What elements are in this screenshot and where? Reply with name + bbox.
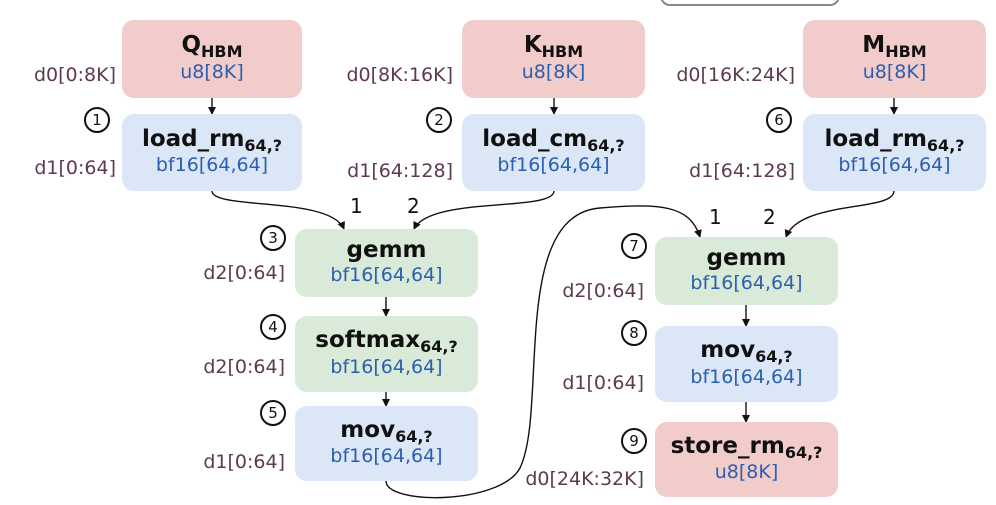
store-rm-type: u8[8K] <box>714 461 779 484</box>
softmax-dim: d2[0:64] <box>203 356 285 378</box>
mov-5-title: mov64,? <box>340 416 433 446</box>
step-9-badge: 9 <box>621 428 647 454</box>
k-hbm-type: u8[8K] <box>521 60 586 83</box>
load-cm-type: bf16[64,64] <box>497 154 610 177</box>
gemm-3-input-1: 1 <box>350 194 363 218</box>
load-cm-node: load_cm64,? bf16[64,64] <box>462 114 645 191</box>
load-rm-1-dim: d1[0:64] <box>34 157 116 179</box>
m-hbm-dim: d0[16K:24K] <box>676 64 795 86</box>
gemm-7-type: bf16[64,64] <box>690 271 803 294</box>
gemm-7-title: gemm <box>706 245 787 272</box>
q-hbm-node: QHBM u8[8K] <box>122 20 302 98</box>
mov-node-5: mov64,? bf16[64,64] <box>295 406 478 481</box>
softmax-node: softmax64,? bf16[64,64] <box>295 316 478 392</box>
q-hbm-type: u8[8K] <box>180 60 244 83</box>
step-3-badge: 3 <box>260 225 286 251</box>
k-hbm-dim: d0[8K:16K] <box>346 64 453 86</box>
k-hbm-title: KHBM <box>523 32 584 62</box>
edge-n1-n3 <box>211 190 345 230</box>
load-rm-1-title: load_rm64,? <box>141 125 283 155</box>
edge-n5-n7 <box>385 205 702 499</box>
step-5-badge: 5 <box>260 400 286 426</box>
gemm-3-input-2: 2 <box>407 194 420 218</box>
softmax-type: bf16[64,64] <box>330 355 443 378</box>
mov-5-dim: d1[0:64] <box>203 451 285 473</box>
load-rm-6-title: load_rm64,? <box>824 125 965 155</box>
edge-n6-n7 <box>784 190 895 238</box>
q-hbm-dim: d0[0:8K] <box>33 64 116 86</box>
step-1-badge: 1 <box>84 107 110 133</box>
gemm-7-dim: d2[0:64] <box>562 280 644 302</box>
gemm-7-input-1: 1 <box>709 205 722 229</box>
m-hbm-node: MHBM u8[8K] <box>803 20 986 98</box>
softmax-title: softmax64,? <box>315 327 458 357</box>
load-rm-node-1: load_rm64,? bf16[64,64] <box>122 114 302 191</box>
mov-8-type: bf16[64,64] <box>690 365 803 388</box>
gemm-3-dim: d2[0:64] <box>203 262 285 284</box>
load-cm-title: load_cm64,? <box>482 125 625 155</box>
q-hbm-title: QHBM <box>181 32 243 62</box>
gemm-node-3: gemm bf16[64,64] <box>295 229 478 297</box>
step-7-badge: 7 <box>621 233 647 259</box>
mov-node-8: mov64,? bf16[64,64] <box>655 326 838 402</box>
gemm-node-7: gemm bf16[64,64] <box>655 237 838 305</box>
load-rm-6-dim: d1[64:128] <box>689 160 795 182</box>
load-rm-node-6: load_rm64,? bf16[64,64] <box>803 114 986 191</box>
step-2-badge: 2 <box>426 107 452 133</box>
load-rm-1-type: bf16[64,64] <box>155 154 269 177</box>
step-6-badge: 6 <box>766 107 792 133</box>
load-rm-6-type: bf16[64,64] <box>838 154 951 177</box>
store-rm-dim: d0[24K:32K] <box>525 468 644 490</box>
mov-5-type: bf16[64,64] <box>330 445 443 468</box>
load-cm-dim: d1[64:128] <box>347 160 453 182</box>
mov-8-dim: d1[0:64] <box>562 372 644 394</box>
step-4-badge: 4 <box>260 314 286 340</box>
gemm-3-type: bf16[64,64] <box>330 263 443 286</box>
step-8-badge: 8 <box>621 320 647 346</box>
mov-8-title: mov64,? <box>700 337 793 367</box>
m-hbm-type: u8[8K] <box>862 60 927 83</box>
store-rm-node: store_rm64,? u8[8K] <box>655 422 838 497</box>
gemm-3-title: gemm <box>346 237 427 264</box>
gemm-7-input-2: 2 <box>763 205 776 229</box>
m-hbm-title: MHBM <box>862 32 927 62</box>
store-rm-title: store_rm64,? <box>670 432 823 462</box>
k-hbm-node: KHBM u8[8K] <box>462 20 645 98</box>
edge-n2-n3 <box>413 190 555 230</box>
